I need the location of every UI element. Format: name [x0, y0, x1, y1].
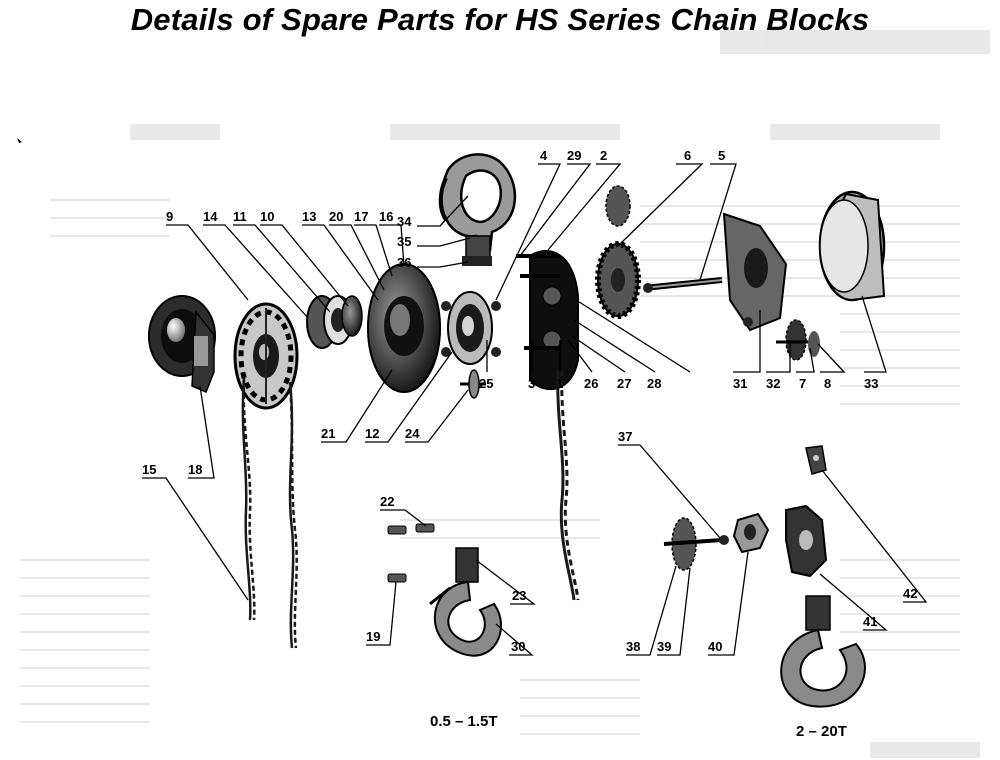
part-40-nut: [732, 512, 770, 554]
part-label-3: 3: [528, 376, 535, 391]
part-label-13: 13: [302, 209, 316, 224]
stray-mark: [17, 138, 22, 143]
part-label-38: 38: [626, 639, 640, 654]
part-label-27: 27: [617, 376, 631, 391]
part-label-24: 24: [405, 426, 420, 441]
part-6-gear: [595, 185, 641, 319]
part-31-bracket: [722, 212, 788, 332]
leader-lines: [142, 163, 928, 656]
part-label-33: 33: [864, 376, 878, 391]
part-34-35-36-top-hook: [438, 153, 517, 266]
part-label-16: 16: [379, 209, 393, 224]
part-label-2: 2: [600, 148, 607, 163]
part-label-42: 42: [903, 586, 917, 601]
part-42-latch: [805, 445, 827, 475]
part-label-32: 32: [766, 376, 780, 391]
part-label-30: 30: [511, 639, 525, 654]
part-label-31: 31: [733, 376, 747, 391]
part-41-yoke: [785, 504, 828, 578]
part-label-41: 41: [863, 614, 877, 629]
part-label-26: 26: [584, 376, 598, 391]
part-label-21: 21: [321, 426, 335, 441]
part-label-37: 37: [618, 429, 632, 444]
part-23-30-bottom-hook-small: [429, 547, 503, 657]
part-label-40: 40: [708, 639, 722, 654]
part-label-14: 14: [203, 209, 218, 224]
part-37-38-39-pin: [663, 517, 729, 571]
part-label-22: 22: [380, 494, 394, 509]
part-label-10: 10: [260, 209, 274, 224]
part-24-pinion: [460, 369, 486, 399]
part-label-36: 36: [397, 255, 411, 270]
part-16-21-brake-disc: [367, 263, 441, 393]
part-label-28: 28: [647, 376, 661, 391]
part-2-29-side-plate: [516, 250, 579, 391]
part-label-34: 34: [397, 214, 412, 229]
part-label-19: 19: [366, 629, 380, 644]
part-5-shaft: [643, 277, 723, 293]
part-12-25-load-sheave: [441, 291, 501, 365]
large-bottom-hook: [780, 595, 866, 708]
part-label-8: 8: [824, 376, 831, 391]
part-label-7: 7: [799, 376, 806, 391]
part-18-cover: [148, 295, 216, 393]
part-labels: 9 14 11 10 13 20 17 16 34 35 36 4 29 2 6…: [142, 148, 917, 654]
part-label-1: 1: [556, 376, 563, 391]
part-label-9: 9: [166, 209, 173, 224]
part-label-23: 23: [512, 588, 526, 603]
part-15-hand-chain: [241, 377, 298, 649]
part-label-18: 18: [188, 462, 202, 477]
part-label-39: 39: [657, 639, 671, 654]
part-label-4: 4: [540, 148, 548, 163]
part-label-25: 25: [479, 376, 493, 391]
part-label-35: 35: [397, 234, 411, 249]
part-1-load-chain: [556, 369, 580, 601]
caption-small-model: 0.5 – 1.5T: [430, 713, 498, 730]
part-label-29: 29: [567, 148, 581, 163]
page-title: Details of Spare Parts for HS Series Cha…: [130, 2, 870, 37]
part-label-12: 12: [365, 426, 379, 441]
part-label-5: 5: [718, 148, 725, 163]
background-print-through: [20, 30, 990, 758]
part-label-20: 20: [329, 209, 343, 224]
part-label-15: 15: [142, 462, 156, 477]
part-label-17: 17: [354, 209, 368, 224]
part-label-11: 11: [233, 209, 247, 224]
part-7-8-gears: [776, 319, 820, 361]
caption-large-model: 2 – 20T: [796, 723, 847, 740]
part-22-19-pins: [387, 523, 435, 583]
part-label-6: 6: [684, 148, 691, 163]
part-9-hand-wheel: [233, 302, 299, 410]
part-14-11-ratchet: [306, 295, 363, 349]
part-33-gear-cover: [818, 190, 886, 302]
